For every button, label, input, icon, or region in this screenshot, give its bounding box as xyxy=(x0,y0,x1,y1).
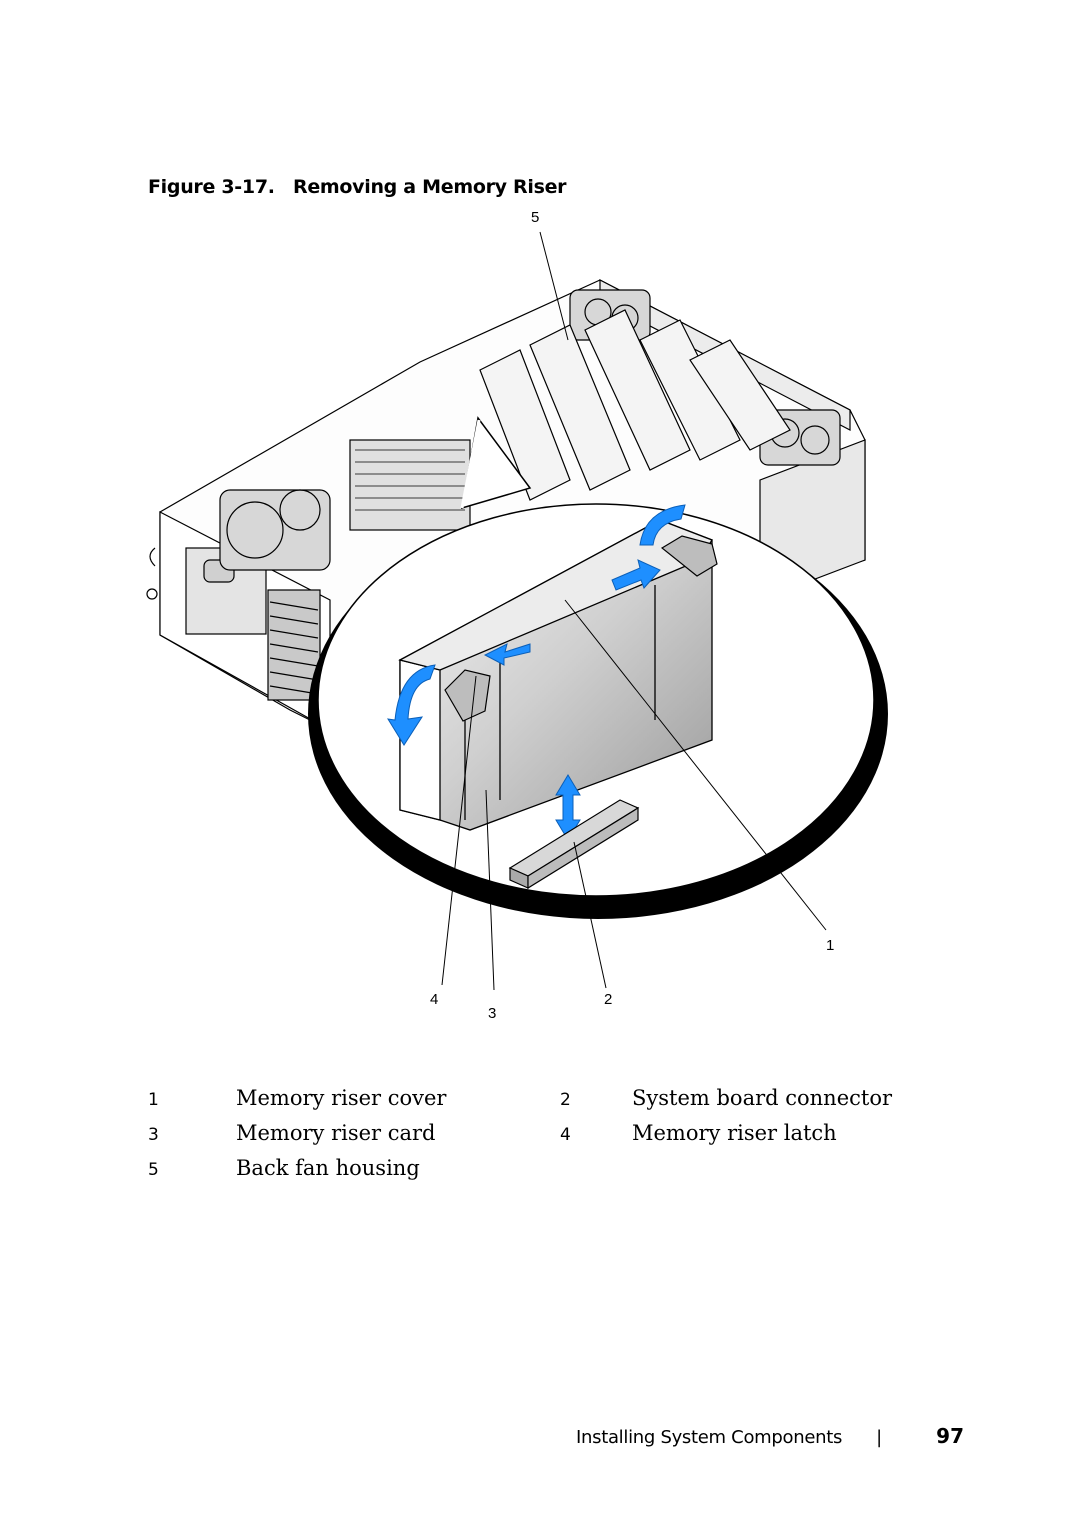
callout-numbers: 5 1 2 3 4 xyxy=(430,209,834,1020)
figure-legend: 1 Memory riser cover 2 System board conn… xyxy=(148,1086,908,1180)
server-chassis xyxy=(146,279,866,732)
legend-number: 3 xyxy=(148,1125,159,1145)
footer-section-title: Installing System Components xyxy=(576,1427,843,1448)
callout-3: 3 xyxy=(488,1005,496,1020)
leader-lines xyxy=(441,231,827,991)
footer-separator: | xyxy=(876,1427,883,1448)
callout-4: 4 xyxy=(430,991,438,1008)
riser-latches xyxy=(444,535,718,722)
figure-caption: Figure 3-17. Removing a Memory Riser xyxy=(148,176,567,198)
memory-riser-card xyxy=(398,519,713,831)
legend-text: Memory riser cover xyxy=(236,1086,447,1110)
figure-title: Removing a Memory Riser xyxy=(292,176,567,198)
legend-number: 4 xyxy=(560,1125,571,1145)
direction-arrows xyxy=(387,504,686,841)
legend-text: Memory riser card xyxy=(236,1121,436,1145)
figure-label: Figure 3-17. xyxy=(148,176,275,198)
system-board-connector xyxy=(508,799,640,890)
legend-number: 5 xyxy=(148,1160,159,1180)
legend-number: 1 xyxy=(148,1090,159,1110)
callout-5: 5 xyxy=(531,209,539,226)
legend-text: System board connector xyxy=(632,1086,893,1110)
legend-text: Memory riser latch xyxy=(632,1121,837,1145)
legend-text: Back fan housing xyxy=(236,1156,420,1180)
page-number: 97 xyxy=(936,1424,964,1448)
callout-2: 2 xyxy=(604,991,612,1008)
page-footer: Installing System Components | 97 xyxy=(576,1424,964,1448)
legend-number: 2 xyxy=(560,1090,571,1110)
memory-riser-illustration: 5 1 2 3 4 xyxy=(146,209,888,1020)
callout-1: 1 xyxy=(826,937,834,954)
